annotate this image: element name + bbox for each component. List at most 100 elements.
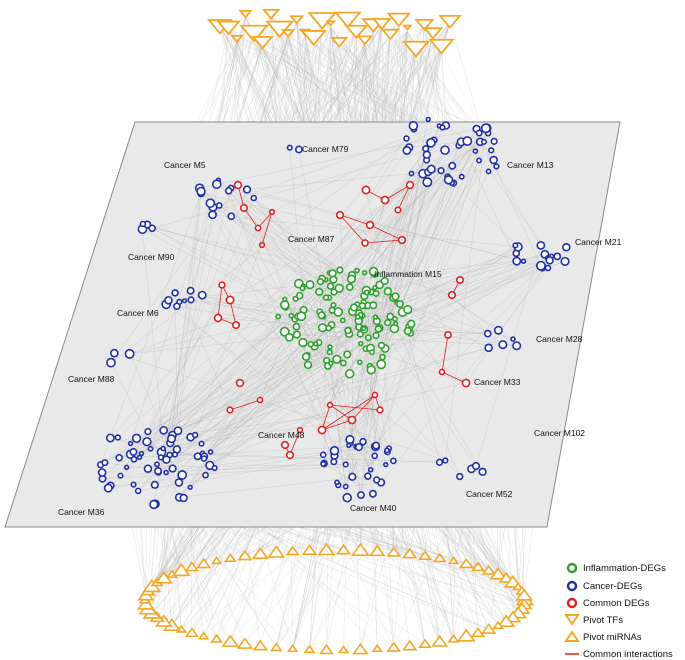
common-interaction-edge (257, 211, 273, 229)
gene-node (299, 285, 306, 292)
mirna-triangle (252, 639, 269, 651)
mirna-triangle (432, 552, 447, 563)
gene-node (187, 296, 195, 304)
gene-edge (212, 207, 377, 322)
gene-edge (204, 409, 231, 457)
legend-item-cancer-degs: Cancer-DEGs (566, 580, 642, 592)
mirna-triangle (251, 547, 269, 560)
gene-edge (294, 318, 348, 498)
gene-node (361, 185, 371, 195)
gene-node (444, 331, 452, 339)
gene-node (268, 208, 276, 216)
gene-node (361, 270, 368, 276)
gene-node (322, 294, 330, 301)
gene-edge (295, 298, 382, 483)
gene-node (124, 348, 135, 359)
gene-node (357, 491, 365, 499)
gene-edge (142, 223, 334, 280)
tf-triangle (288, 15, 305, 25)
gene-node (478, 467, 487, 477)
gene-edge (184, 300, 231, 411)
gene-node (326, 348, 333, 356)
gene-edge (152, 133, 489, 229)
gene-node (325, 324, 333, 332)
gene-node (403, 135, 410, 142)
gene-node (485, 168, 492, 175)
gene-edge (347, 337, 369, 355)
pivot-mirna-nodes (136, 542, 535, 655)
red-ring-icon (566, 597, 578, 609)
common-interaction-edge (397, 184, 411, 211)
gene-edge (133, 141, 481, 453)
gene-node (115, 453, 123, 462)
gene-node (349, 303, 359, 312)
mirna-triangle (285, 545, 300, 556)
gene-node (288, 312, 295, 319)
gene-edge (219, 205, 467, 384)
gene-node (512, 242, 519, 249)
gene-edge (171, 159, 427, 439)
gene-node (320, 460, 327, 467)
gene-edge (165, 180, 219, 473)
gene-edge (243, 207, 412, 324)
tf-triangle (371, 17, 392, 31)
gene-edge (110, 138, 407, 363)
legend-item-common-degs: Common DEGs (566, 597, 650, 609)
legend-item-inflammation-degs: Inflammation-DEGs (566, 562, 666, 574)
common-interaction-edge (441, 334, 449, 373)
gene-edge (147, 224, 323, 328)
tf-edge (415, 47, 477, 129)
gene-edge (202, 295, 349, 446)
common-interaction-edge (289, 429, 301, 456)
gene-node (227, 212, 236, 221)
gene-node (153, 461, 160, 468)
gene-node (168, 464, 177, 473)
gene-node (139, 220, 147, 228)
common-interaction-edge (329, 404, 353, 421)
mirna-triangle (470, 627, 486, 638)
gene-node (448, 161, 457, 170)
legend-item-pivot-tfs: Pivot TFs (564, 614, 623, 626)
gene-node (233, 180, 243, 190)
gene-edge (247, 189, 549, 269)
gene-node (403, 305, 413, 315)
mirna-triangle (402, 547, 418, 559)
mirna-triangle (371, 644, 383, 653)
gene-node (333, 307, 344, 317)
gene-node (443, 175, 454, 185)
gene-node (202, 471, 209, 479)
mirna-triangle (456, 628, 476, 642)
gene-node (343, 350, 352, 359)
gene-node (136, 454, 143, 461)
gene-edge (209, 348, 386, 466)
gene-node (225, 295, 235, 305)
gene-edge (299, 348, 366, 431)
common-interaction-edge (217, 284, 223, 319)
legend-label: Inflammation-DEGs (583, 563, 666, 574)
gene-edge (399, 303, 443, 373)
mirna-triangle (512, 581, 525, 591)
gene-node (279, 300, 290, 310)
gene-node (187, 484, 193, 490)
gene-node (384, 319, 392, 327)
legend-label: Pivot TFs (583, 615, 623, 626)
gene-node (361, 325, 367, 332)
gene-node (298, 337, 308, 348)
mirna-triangle (515, 588, 533, 601)
tf-edge (313, 36, 415, 130)
gene-node (231, 320, 241, 330)
mirna-triangle (267, 545, 286, 558)
module-label-m15: Inflammation M15 (374, 269, 442, 279)
tf-triangle (330, 36, 349, 48)
mirna-triangle (369, 544, 386, 557)
mirna-triangle (317, 542, 336, 556)
gene-edge (407, 179, 449, 332)
gene-node (560, 256, 570, 266)
gene-node (480, 123, 491, 134)
gene-node (512, 256, 522, 266)
tf-triangle (251, 36, 274, 50)
gene-edge (210, 394, 376, 453)
gene-edge (100, 193, 202, 465)
gene-edge (381, 169, 432, 365)
gene-node (364, 334, 372, 342)
